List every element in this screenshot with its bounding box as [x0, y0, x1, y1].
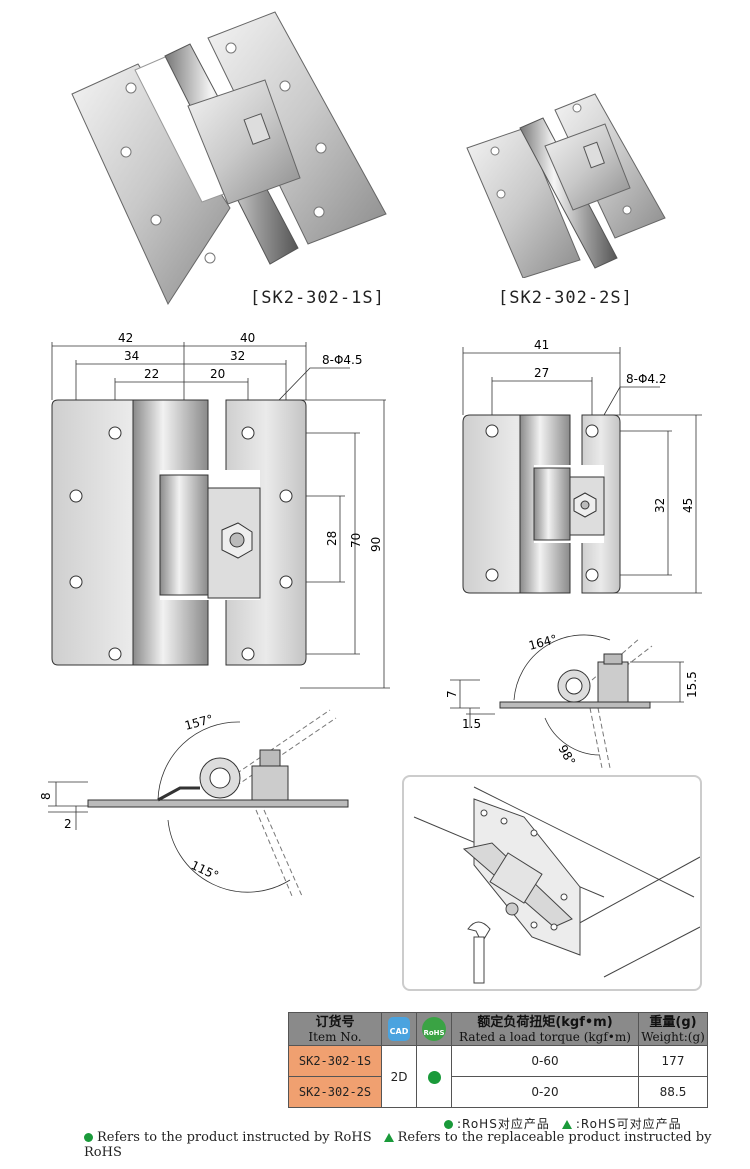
product-code-small: [SK2-302-2S] [498, 288, 633, 308]
dim-27: 27 [534, 366, 549, 380]
torque-cell: 0-60 [451, 1045, 639, 1077]
header-rohs: RoHS [416, 1012, 452, 1046]
header-torque: 额定负荷扭矩(kgf•m) Rated a load torque (kgf•m… [451, 1012, 639, 1046]
rohs-dot-icon [427, 1070, 441, 1084]
item-no-cell: SK2-302-1S [288, 1045, 382, 1077]
angle-115: 115° [189, 858, 221, 883]
dim-40: 40 [240, 331, 255, 345]
dim-45: 45 [681, 498, 695, 513]
dim-32-small: 32 [653, 498, 667, 513]
dim-1-5: 1.5 [462, 717, 481, 731]
front-drawing-small: 41 27 8-Φ4.2 32 45 [462, 338, 702, 594]
cad-icon: CAD [388, 1017, 410, 1041]
dim-20: 20 [210, 367, 225, 381]
rohs-icon: RoHS [422, 1017, 446, 1041]
dim-28: 28 [325, 531, 339, 546]
product-code-large: [SK2-302-1S] [250, 288, 385, 308]
torque-cell: 0-20 [451, 1076, 639, 1108]
angle-157: 157° [183, 712, 215, 733]
holes-callout: 8-Φ4.5 [322, 353, 363, 367]
replaceable-triangle-icon [561, 1120, 572, 1129]
dim-2: 2 [64, 817, 72, 831]
dim-32: 32 [230, 349, 245, 363]
installation-illustration [402, 775, 702, 991]
weight-cell: 177 [638, 1045, 708, 1077]
angle-164: 164° [527, 632, 559, 653]
dim-8: 8 [39, 792, 53, 800]
dim-34: 34 [124, 349, 139, 363]
item-no-cell: SK2-302-2S [288, 1076, 382, 1108]
legend-chinese: :RoHS对应产品:RoHS可对应产品 [444, 1115, 682, 1132]
angle-98: 98° [555, 743, 578, 768]
dim-42: 42 [118, 331, 133, 345]
header-item-no: 订货号 Item No. [288, 1012, 382, 1046]
cad-cell: 2D [381, 1045, 417, 1108]
header-cad: CAD [381, 1012, 417, 1046]
header-weight: 重量(g) Weight:(g) [638, 1012, 708, 1046]
dim-7: 7 [445, 690, 459, 698]
dim-22: 22 [144, 367, 159, 381]
dim-70: 70 [349, 533, 363, 548]
weight-cell: 88.5 [638, 1076, 708, 1108]
replaceable-triangle-icon [383, 1133, 394, 1142]
dim-90: 90 [369, 537, 383, 552]
legend-english: Refers to the product instructed by RoHS… [84, 1130, 712, 1160]
rohs-cell [416, 1045, 452, 1108]
holes-callout-small: 8-Φ4.2 [626, 372, 667, 386]
spec-table: 订货号 Item No. CAD RoHS 额定负荷扭矩(kgf•m) Rate… [288, 1012, 708, 1108]
dim-41: 41 [534, 338, 549, 352]
table-row: SK2-302-1S 2D 0-60 177 [288, 1045, 708, 1108]
side-view-small: 164° 98° 7 1.5 15.5 [445, 632, 699, 769]
table-row: SK2-302-2S 0-20 88.5 [288, 1076, 708, 1108]
rohs-dot-icon [84, 1133, 93, 1142]
dim-15-5: 15.5 [685, 671, 699, 698]
front-drawing-large: 42 40 34 32 22 20 8-Φ4.5 28 70 90 [51, 331, 390, 689]
product-photo-small [466, 93, 666, 278]
side-view-large: 157° 115° 8 2 [39, 709, 349, 897]
rohs-dot-icon [444, 1120, 453, 1129]
product-photo-large [71, 11, 387, 306]
